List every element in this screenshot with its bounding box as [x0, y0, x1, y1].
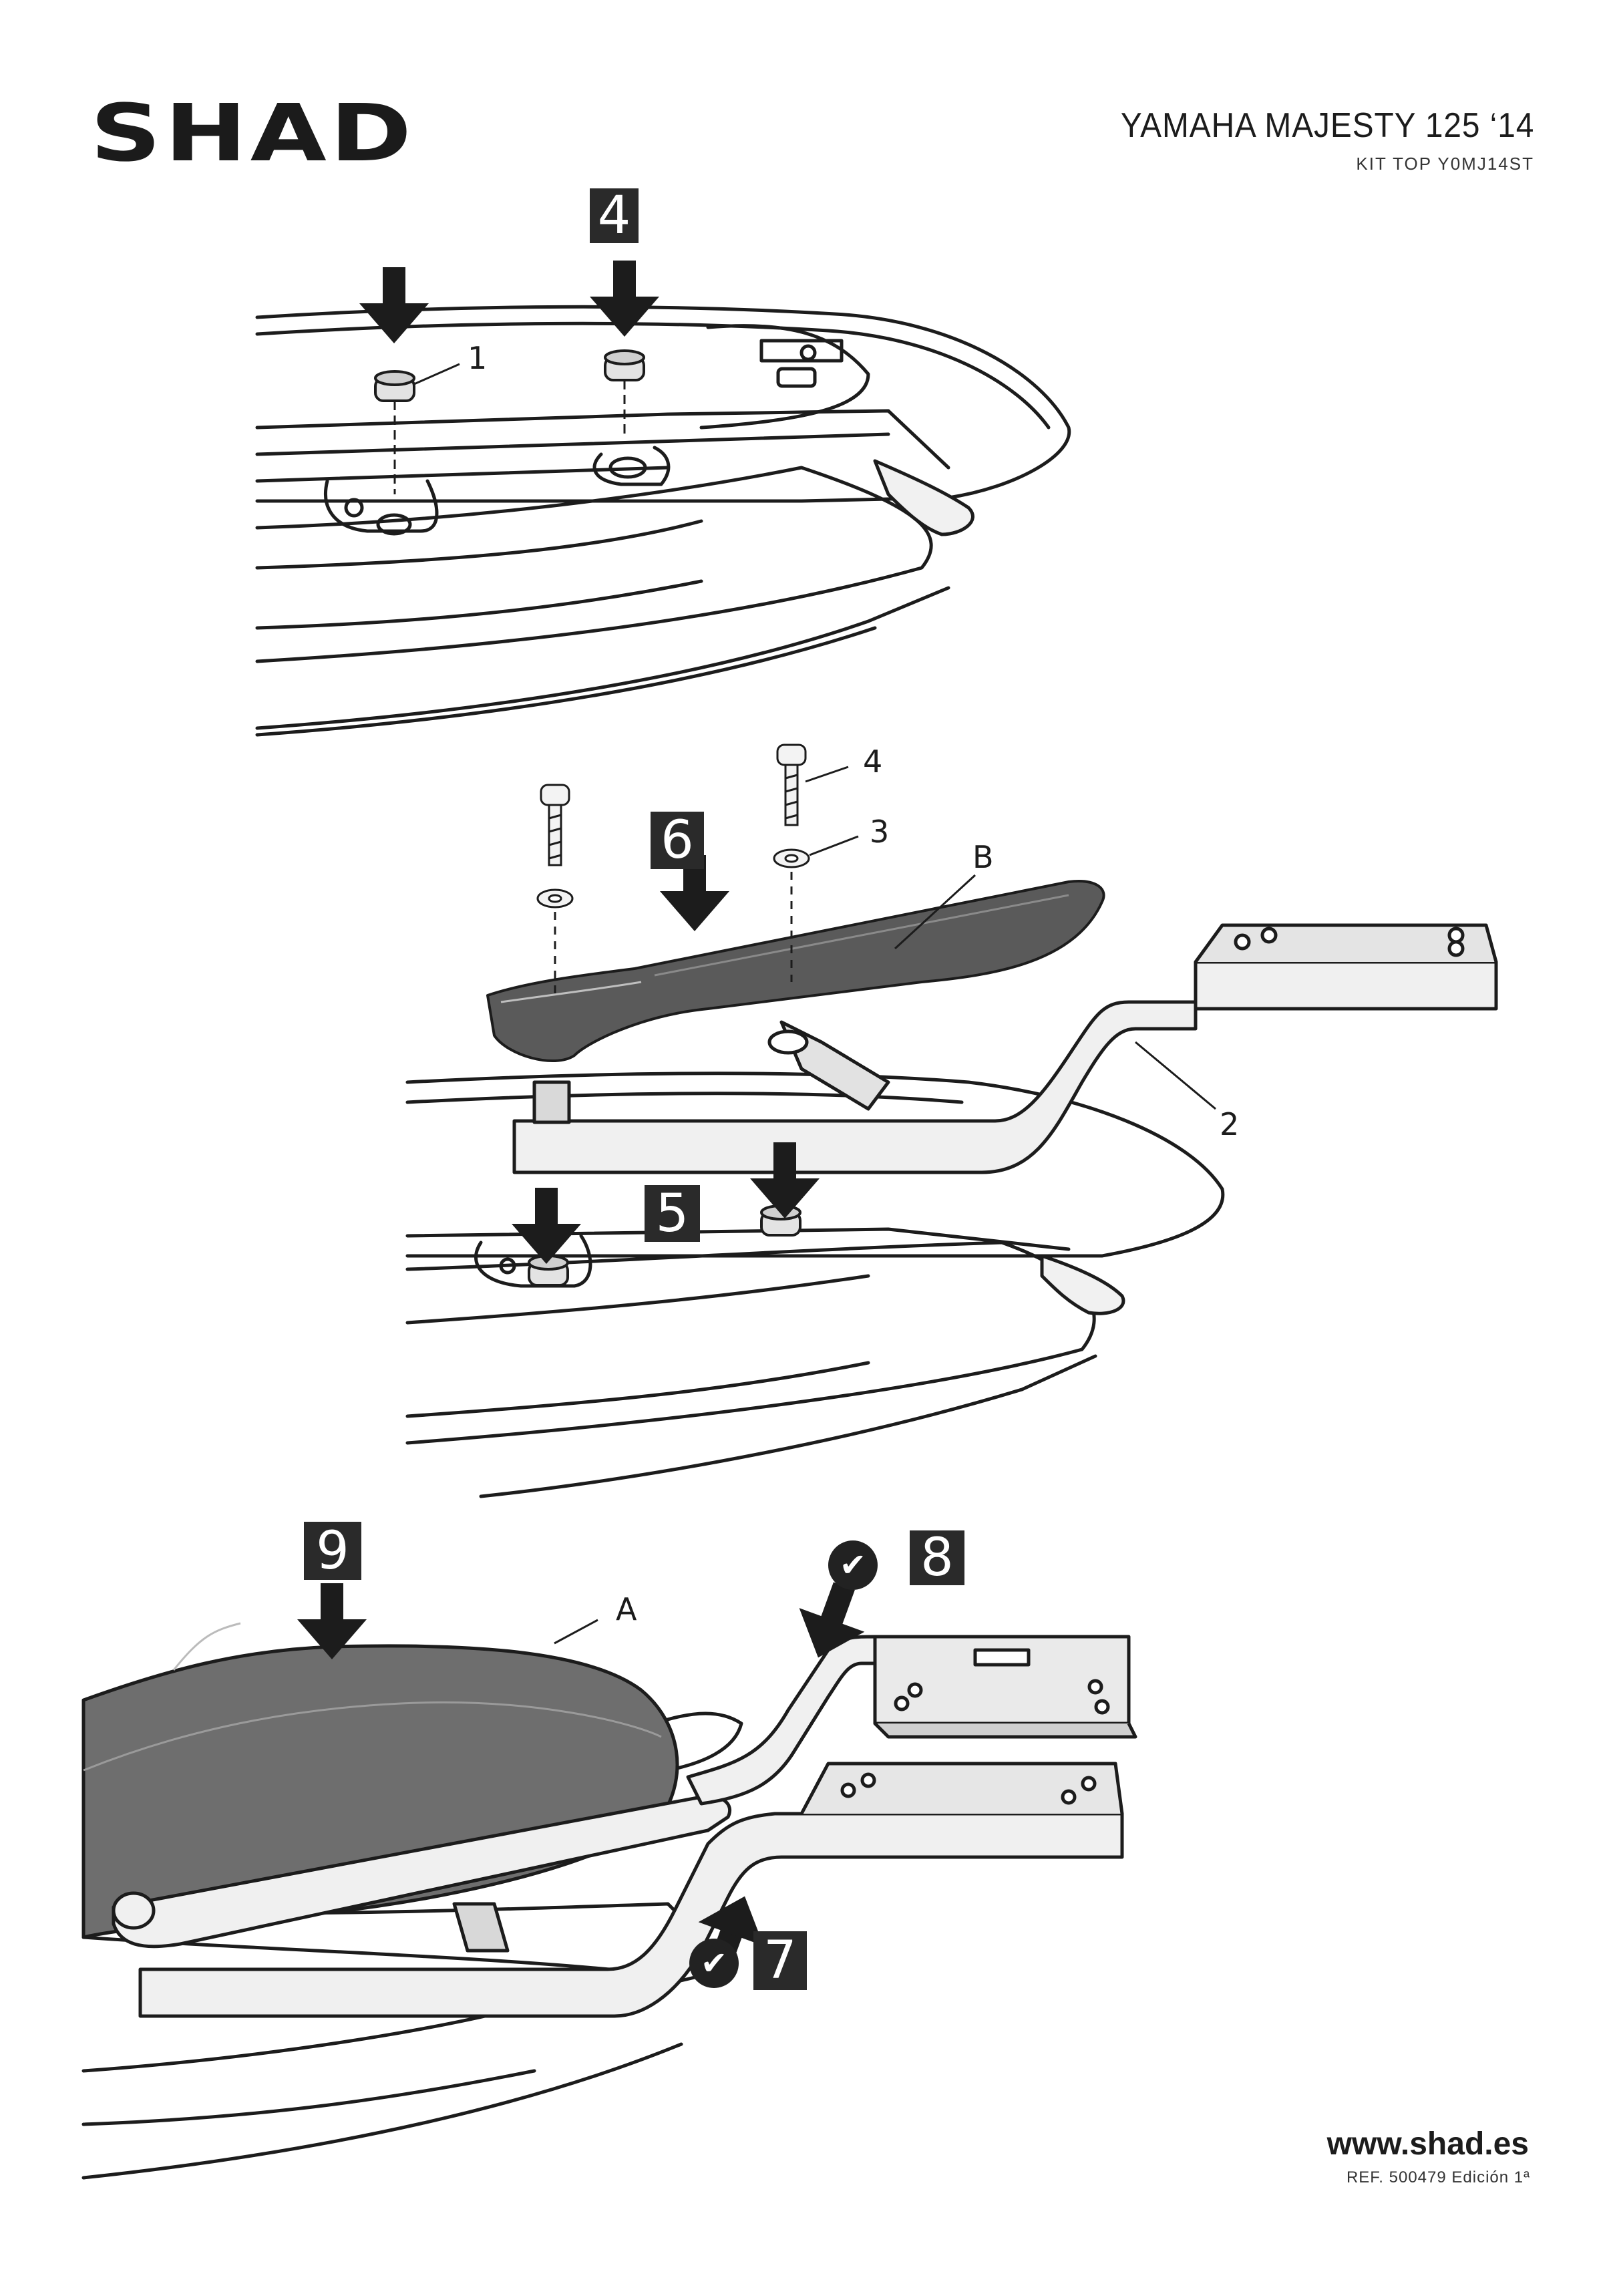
down-arrow-icon — [512, 1188, 581, 1264]
callout-3: 3 — [870, 814, 890, 850]
grommet-panel2-right — [760, 1204, 801, 1237]
website-link[interactable]: www.shad.es — [1326, 2126, 1529, 2162]
down-arrow-icon — [359, 267, 429, 343]
panel-1-scooter-rear — [255, 305, 1071, 737]
callout-b: B — [972, 839, 994, 875]
kit-code: KIT TOP Y0MJ14ST — [1356, 154, 1534, 174]
panel-2-scooter-rear — [405, 1072, 1225, 1498]
rack-lower — [138, 1762, 1124, 2018]
callout-1: 1 — [468, 340, 488, 376]
callout-2: 2 — [1220, 1106, 1240, 1142]
part-b — [486, 880, 1105, 1062]
step-6-badge: 6 — [651, 812, 704, 869]
rack-upper — [686, 1635, 1137, 1806]
screw-right — [773, 744, 810, 982]
shad-logo: SHAD — [90, 87, 415, 179]
check-icon: ✔ — [828, 1540, 878, 1590]
check-icon: ✔ — [689, 1939, 739, 1988]
reference-code: REF. 500479 Edición 1ª — [1346, 2168, 1530, 2186]
step-4-badge: 4 — [590, 188, 639, 243]
step-5-badge: 5 — [645, 1185, 700, 1242]
grommet-4 — [604, 349, 645, 434]
grommet-panel2-left — [528, 1255, 569, 1287]
callout-4: 4 — [863, 744, 883, 780]
grommet-1 — [374, 370, 415, 494]
step-7-badge: 7 — [753, 1931, 807, 1990]
step-8-badge: 8 — [910, 1530, 964, 1585]
screw-left — [536, 784, 574, 995]
step-9-badge: 9 — [304, 1522, 361, 1580]
model-title: YAMAHA MAJESTY 125 ‘14 — [1120, 106, 1534, 145]
callout-a: A — [616, 1591, 637, 1627]
rack-2 — [512, 923, 1498, 1174]
